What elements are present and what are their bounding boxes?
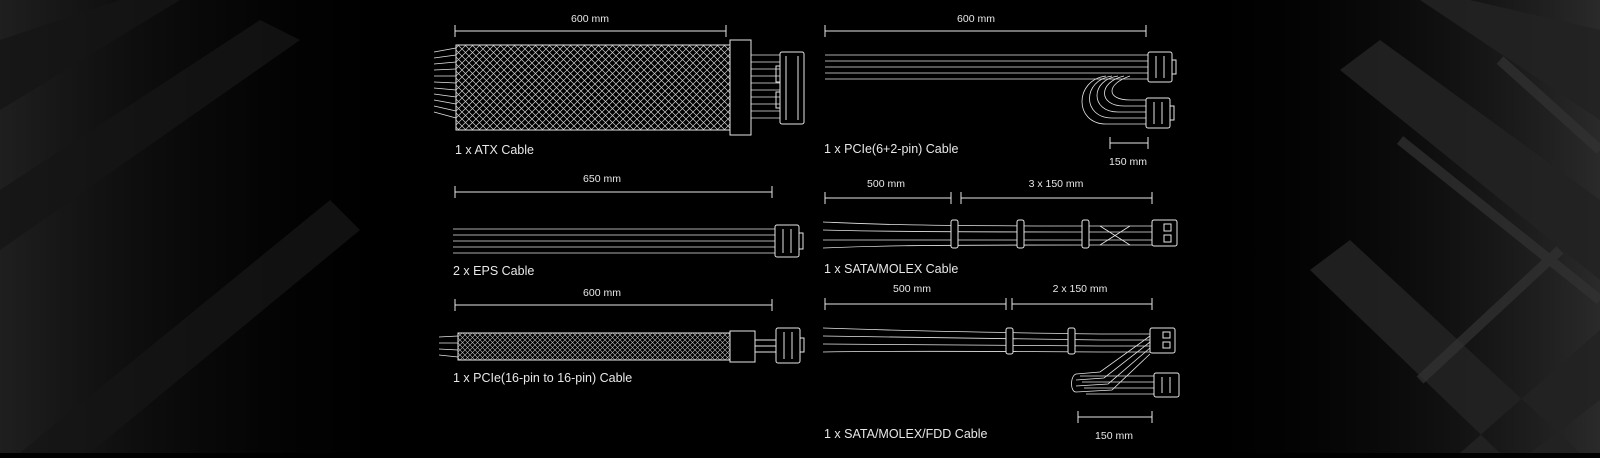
pcie16-length-label: 600 mm: [583, 287, 621, 299]
sata-molex-fdd-length-label: 500 mm: [893, 283, 931, 295]
sata-molex-fdd-cable-label: 1 x SATA/MOLEX/FDD Cable: [824, 427, 988, 441]
sata-molex-fdd-segments-label: 2 x 150 mm: [1052, 283, 1108, 295]
eps-length-label: 650 mm: [583, 173, 621, 185]
pcie62-branch-label: 150 mm: [1109, 156, 1147, 168]
sata-molex-cable-label: 1 x SATA/MOLEX Cable: [824, 262, 959, 276]
sata-molex-segments-label: 3 x 150 mm: [1028, 178, 1084, 190]
atx-cable-drawing: [433, 25, 805, 136]
sata-molex-cable-drawing: [822, 192, 1178, 249]
atx-length-label: 600 mm: [571, 13, 609, 25]
sata-molex-length-label: 500 mm: [867, 178, 905, 190]
sata-molex-fdd-branch-label: 150 mm: [1095, 430, 1133, 442]
background-texture-right: [1180, 0, 1600, 453]
atx-cable-label: 1 x ATX Cable: [455, 143, 534, 157]
pcie-16-pin-cable-drawing: [438, 299, 805, 364]
eps-cable-label: 2 x EPS Cable: [453, 264, 535, 278]
pcie-6-2-cable-drawing: [824, 25, 1177, 149]
pcie62-length-label: 600 mm: [957, 13, 995, 25]
sata-molex-fdd-cable-drawing: [822, 298, 1180, 423]
pcie16-cable-label: 1 x PCIe(16-pin to 16-pin) Cable: [453, 371, 633, 385]
background-texture-left: [0, 0, 420, 453]
pcie62-cable-label: 1 x PCIe(6+2-pin) Cable: [824, 142, 959, 156]
eps-cable-drawing: [453, 186, 804, 258]
